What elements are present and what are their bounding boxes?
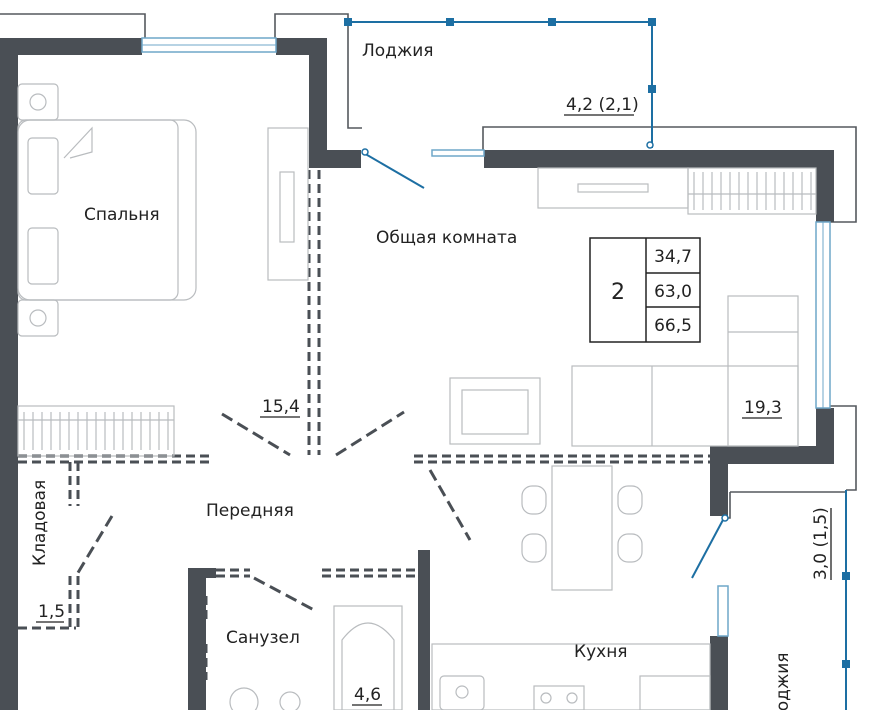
loggia-right-label: Лоджия: [773, 652, 793, 710]
building-outline: [0, 13, 857, 519]
summary-total-area: 63,0: [654, 282, 692, 302]
bathroom-label: Санузел: [226, 628, 300, 648]
summary-living-area: 34,7: [654, 247, 692, 267]
wardrobe-bedroom: [17, 127, 309, 457]
room-labels: Лоджия 4,2 (2,1) Спальня 15,4 Общая комн…: [30, 41, 832, 710]
kitchen-fixtures: [431, 643, 711, 710]
hall-label: Передняя: [206, 501, 294, 521]
loggia-right-area: 3,0 (1,5): [811, 507, 831, 580]
bedroom-area: 15,4: [262, 397, 300, 417]
loggia-glazing: [344, 18, 850, 710]
storage-label: Кладовая: [30, 480, 50, 566]
summary-total-area-balcony: 66,5: [654, 316, 692, 336]
living-area: 19,3: [744, 398, 782, 418]
bed: [17, 83, 197, 337]
partitions: [18, 170, 710, 680]
bathroom-area: 4,6: [354, 685, 381, 705]
windows: [141, 37, 831, 637]
bedroom-label: Спальня: [84, 205, 160, 225]
walls: [0, 38, 834, 710]
living-label: Общая комната: [376, 228, 517, 248]
dining-table: [521, 465, 643, 591]
summary-table: 2 34,7 63,0 66,5: [589, 237, 701, 343]
summary-rooms-count: 2: [611, 280, 625, 305]
loggia-top-area: 4,2 (2,1): [566, 95, 639, 115]
living-furniture: [449, 167, 817, 447]
door-swings: [74, 410, 472, 612]
bathroom-fixtures: [229, 605, 403, 710]
kitchen-window: [717, 585, 729, 637]
storage-area: 1,5: [38, 602, 65, 622]
loggia-top-label: Лоджия: [362, 41, 434, 61]
kitchen-label: Кухня: [574, 642, 628, 662]
loggia-door-window: [431, 149, 485, 157]
